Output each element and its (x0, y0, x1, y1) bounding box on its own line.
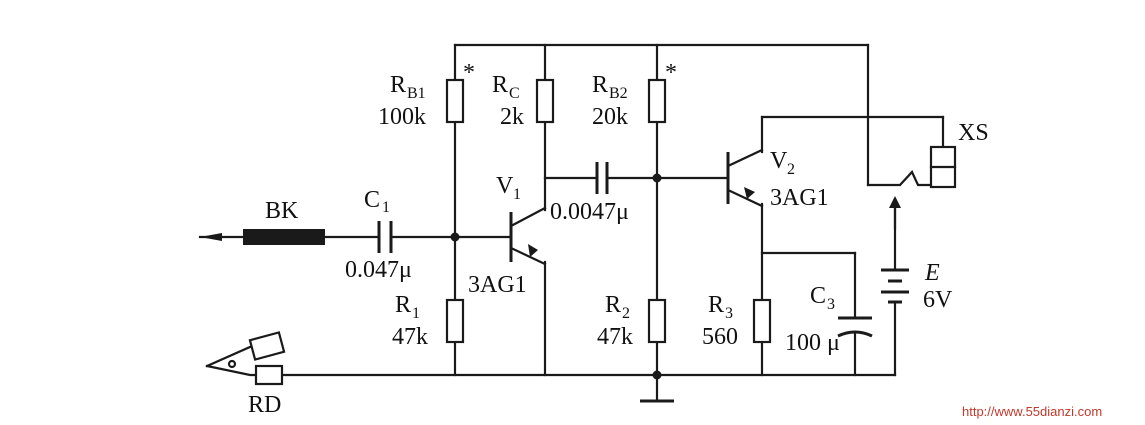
label-c3-sub: 3 (827, 296, 835, 313)
label-v1: V (496, 173, 514, 199)
resistor-r3 (752, 298, 772, 344)
label-c2-value: 0.0047μ (550, 199, 629, 225)
resistor-rc (535, 78, 555, 124)
label-v2: V (770, 148, 788, 174)
label-c3: C (810, 283, 826, 309)
resistor-r1 (445, 298, 465, 344)
label-rc-value: 2k (500, 104, 524, 130)
wires (278, 43, 945, 403)
resistor-rb2 (647, 78, 667, 124)
label-rb1-star: * (463, 60, 475, 86)
label-rb1-sub: B1 (407, 85, 426, 102)
label-rc-sub: C (509, 85, 520, 102)
label-r3-value: 560 (702, 324, 738, 350)
transistor-v2 (726, 148, 764, 208)
battery-e (881, 196, 909, 304)
label-e: E (924, 260, 940, 286)
junction-input (450, 232, 460, 242)
label-r2: R (605, 292, 621, 318)
resistor-r2 (647, 298, 667, 344)
label-c1: C (364, 187, 380, 213)
label-bk: BK (265, 198, 299, 224)
label-r2-value: 47k (597, 324, 633, 350)
label-r1-value: 47k (392, 324, 428, 350)
capacitor-c1 (377, 221, 393, 253)
label-v1-type: 3AG1 (468, 272, 527, 298)
label-rb1-value: 100k (378, 104, 426, 130)
alligator-clip-rd (205, 331, 286, 386)
label-r3-sub: 3 (725, 305, 733, 322)
junction-ground (652, 370, 662, 380)
label-rb2-star: * (665, 60, 677, 86)
junctions (450, 173, 662, 380)
label-xs: XS (958, 120, 989, 146)
label-rb2-value: 20k (592, 104, 628, 130)
probe-bk (198, 229, 325, 245)
label-rb1: R (390, 72, 406, 98)
earphone-xs (929, 145, 957, 189)
watermark: http://www.55dianzi.com (962, 404, 1102, 419)
label-c1-sub: 1 (382, 199, 390, 216)
label-v1-sub: 1 (513, 186, 521, 203)
junction-base2 (652, 173, 662, 183)
label-c1-value: 0.047μ (345, 257, 412, 283)
label-r2-sub: 2 (622, 305, 630, 322)
label-rb2: R (592, 72, 608, 98)
label-r1: R (395, 292, 411, 318)
capacitor-c2 (595, 162, 609, 194)
label-r3: R (708, 292, 724, 318)
label-rb2-sub: B2 (609, 85, 628, 102)
label-rd: RD (248, 392, 281, 418)
transistor-v1 (509, 206, 547, 266)
label-v2-sub: 2 (787, 161, 795, 178)
capacitor-c3 (837, 316, 873, 338)
label-rc: R (492, 72, 508, 98)
resistor-rb1 (445, 78, 465, 124)
label-v2-type: 3AG1 (770, 185, 829, 211)
label-e-value: 6V (923, 287, 953, 313)
label-c3-value: 100 μ (785, 330, 840, 356)
label-r1-sub: 1 (412, 305, 420, 322)
